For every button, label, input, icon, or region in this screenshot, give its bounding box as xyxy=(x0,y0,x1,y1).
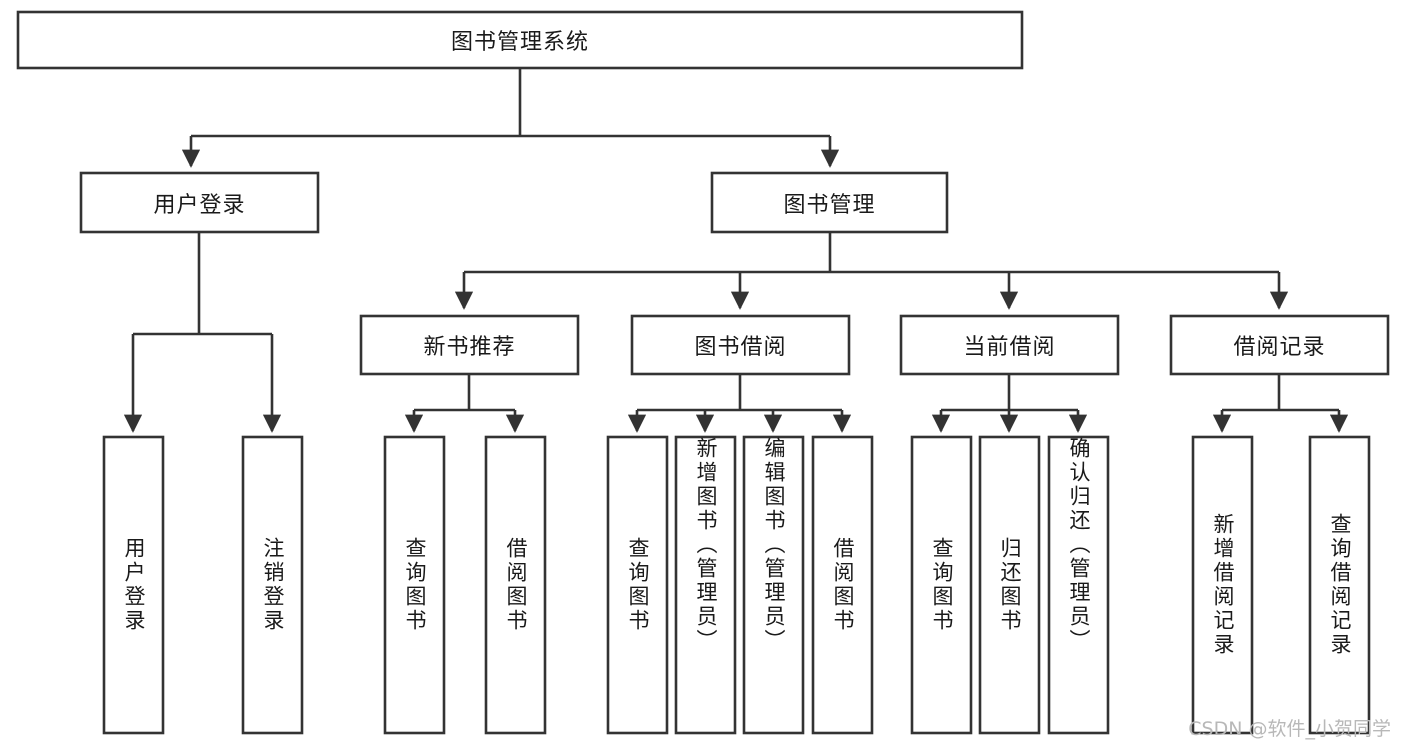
leaf-box-user-login-1[interactable] xyxy=(241,435,304,735)
node-new-book-recommend[interactable] xyxy=(359,314,580,376)
leaf-box-borrow-record-0[interactable] xyxy=(1191,435,1254,735)
leaf-box-current-borrow-0[interactable] xyxy=(910,435,973,735)
node-book-management[interactable] xyxy=(710,171,949,234)
node-root-book-management-system[interactable] xyxy=(16,10,1024,70)
node-user-login[interactable] xyxy=(79,171,320,234)
leaf-box-book-borrow-3[interactable] xyxy=(811,435,874,735)
leaf-box-borrow-record-1[interactable] xyxy=(1308,435,1371,735)
node-current-borrow[interactable] xyxy=(899,314,1120,376)
node-borrow-record[interactable] xyxy=(1169,314,1390,376)
leaf-box-current-borrow-1[interactable] xyxy=(978,435,1041,735)
leaf-box-user-login-0[interactable] xyxy=(102,435,165,735)
leaf-box-book-borrow-0[interactable] xyxy=(606,435,669,735)
leaf-box-book-borrow-1[interactable] xyxy=(674,435,737,735)
leaf-box-book-borrow-2[interactable] xyxy=(742,435,805,735)
node-book-borrow[interactable] xyxy=(630,314,851,376)
leaf-box-new-book-1[interactable] xyxy=(484,435,547,735)
leaf-box-new-book-0[interactable] xyxy=(383,435,446,735)
leaf-box-current-borrow-2[interactable] xyxy=(1047,435,1110,735)
